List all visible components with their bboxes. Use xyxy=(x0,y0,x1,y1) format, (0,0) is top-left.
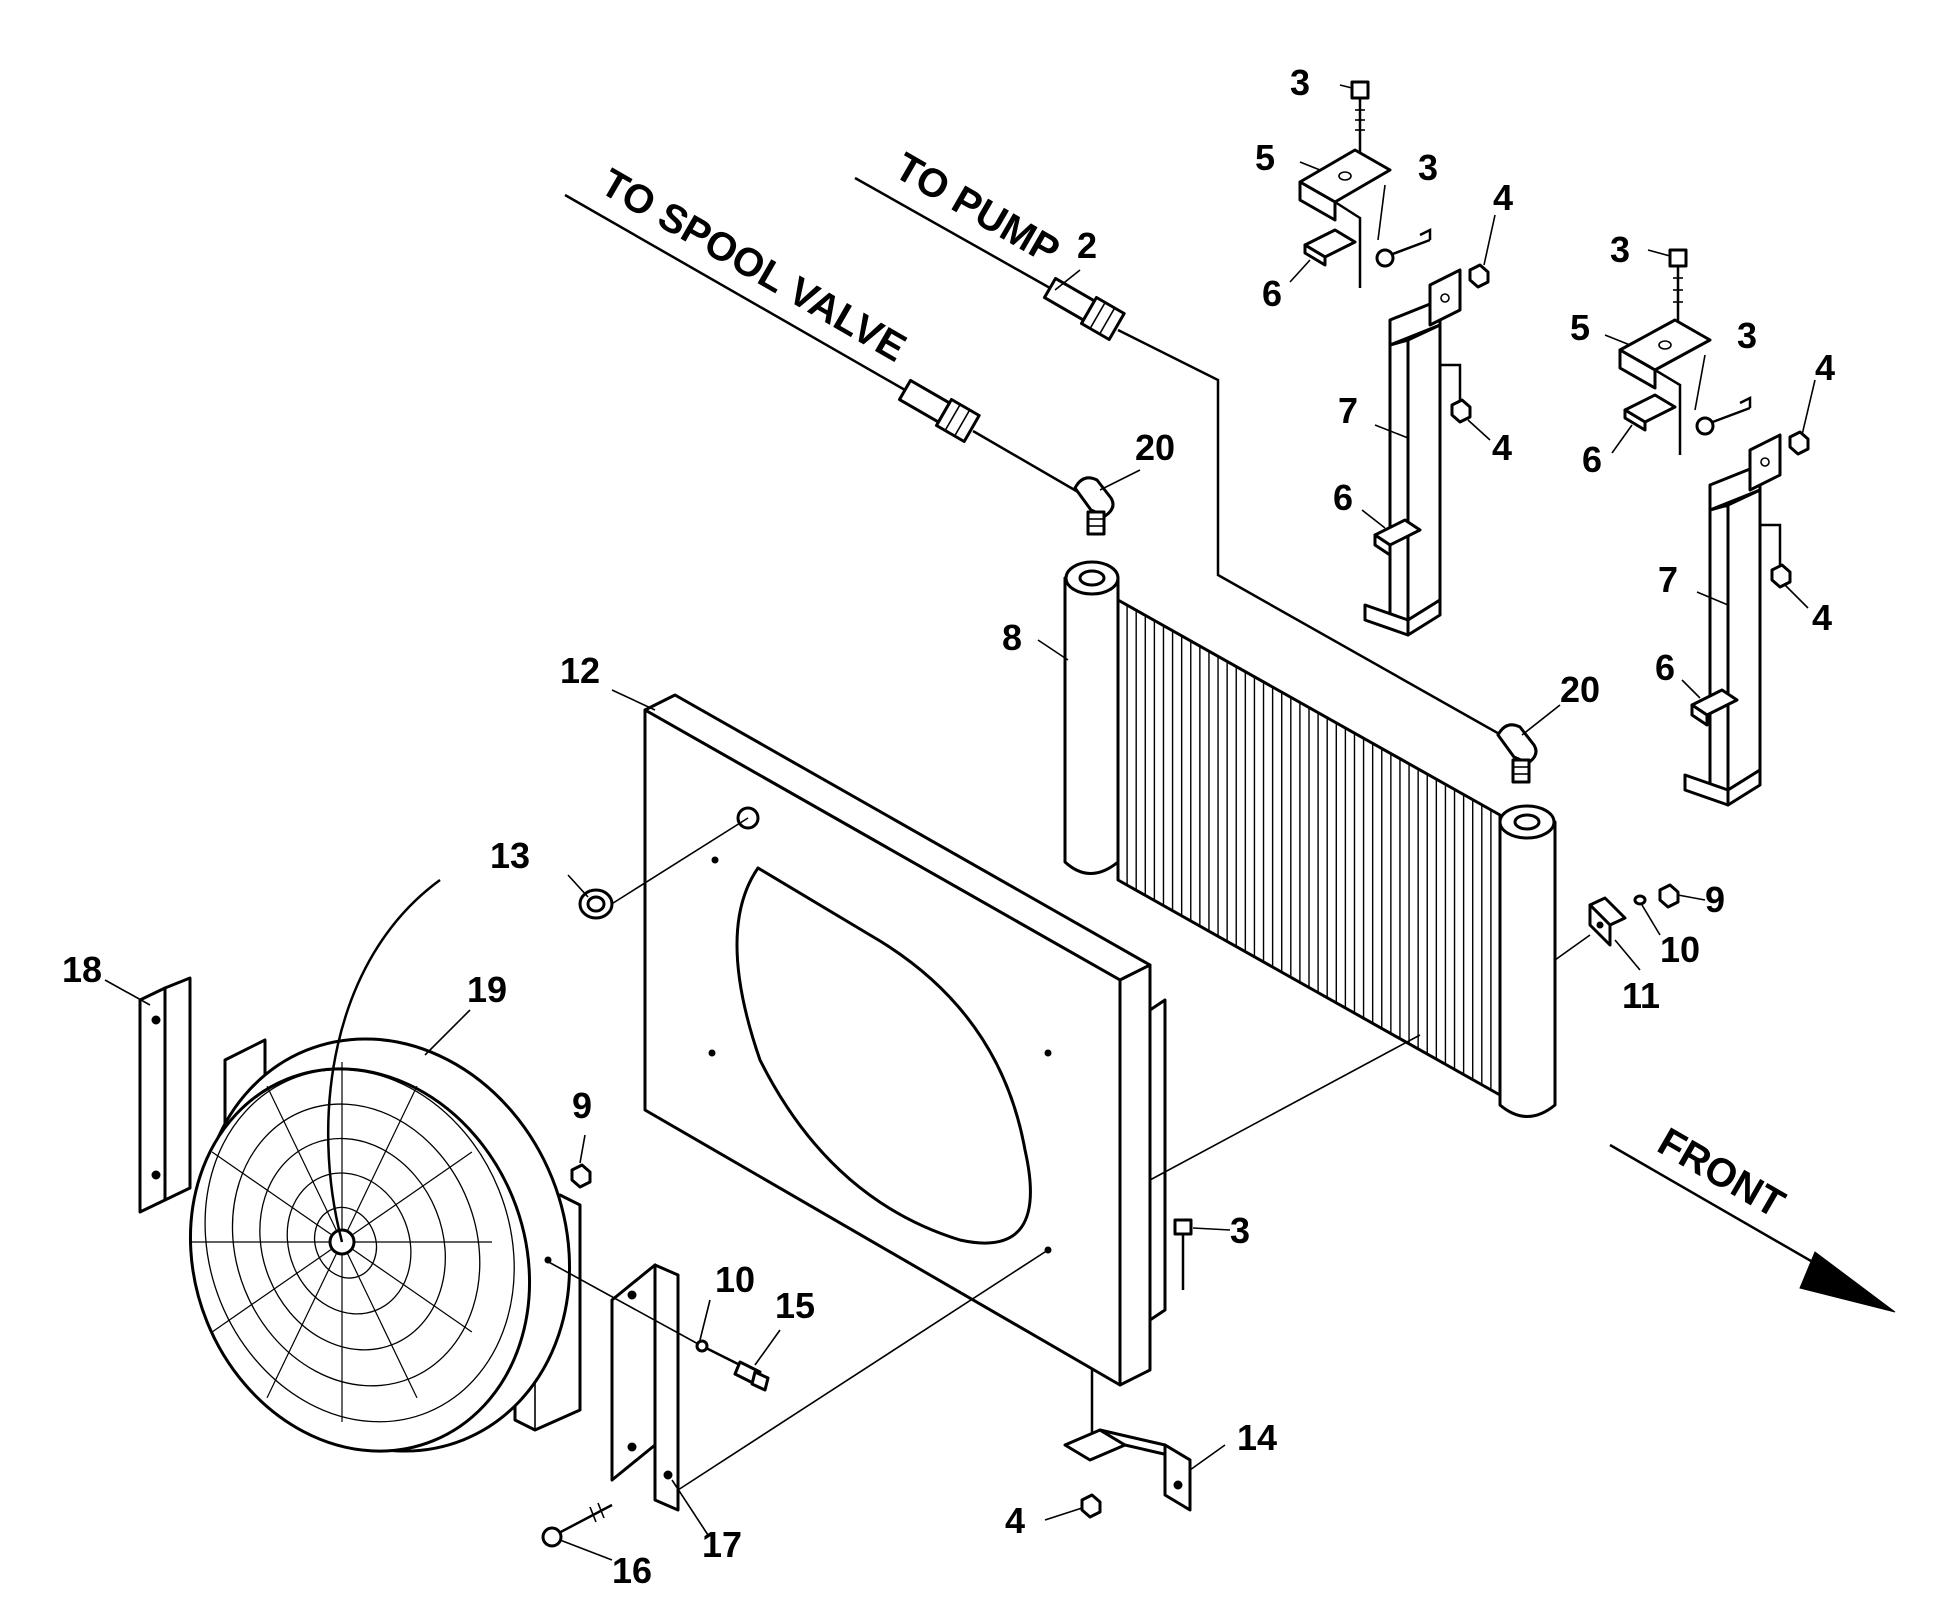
callout-12: 12 xyxy=(560,650,600,691)
callout-4d: 4 xyxy=(1812,597,1832,638)
callout-7b: 7 xyxy=(1658,559,1678,600)
callout-8: 8 xyxy=(1002,617,1022,658)
callouts: 2 3 5 3 4 6 7 4 6 3 5 3 4 6 7 4 6 8 20 2… xyxy=(62,62,1835,1591)
oil-cooler-core xyxy=(1063,560,1557,1118)
callout-19: 19 xyxy=(467,969,507,1010)
nut-9-fan xyxy=(570,1163,592,1189)
leader-grommet xyxy=(609,817,749,906)
leader-bracket-shroud xyxy=(677,1249,1049,1491)
callout-15: 15 xyxy=(775,1285,815,1326)
elbow-fitting-right xyxy=(1496,723,1538,784)
lower-bracket xyxy=(1063,1368,1192,1519)
callout-3d: 3 xyxy=(1737,315,1757,356)
callout-9b: 9 xyxy=(572,1085,592,1126)
callout-4b: 4 xyxy=(1492,427,1512,468)
bolt-15 xyxy=(695,1339,770,1392)
callout-6b: 6 xyxy=(1333,477,1353,518)
callout-20b: 20 xyxy=(1560,669,1600,710)
bolt-16 xyxy=(541,1502,613,1548)
callout-20a: 20 xyxy=(1135,427,1175,468)
label-to-pump: TO PUMP xyxy=(888,145,1067,274)
callout-4a: 4 xyxy=(1493,177,1513,218)
callout-9a: 9 xyxy=(1705,879,1725,920)
callout-6d: 6 xyxy=(1655,647,1675,688)
callout-5a: 5 xyxy=(1255,137,1275,178)
callout-2: 2 xyxy=(1077,225,1097,266)
label-to-spool-valve: TO SPOOL VALVE xyxy=(594,161,914,371)
callout-10a: 10 xyxy=(1660,929,1700,970)
bolt-shroud xyxy=(1173,1218,1193,1290)
callout-3e: 3 xyxy=(1230,1210,1250,1251)
callout-6a: 6 xyxy=(1262,273,1282,314)
bracket-assembly-upper xyxy=(1298,80,1490,637)
fan-grille xyxy=(192,1062,515,1423)
clip-11 xyxy=(1554,883,1680,961)
hose-to-spool-valve xyxy=(564,193,1086,498)
leader-shroud-core xyxy=(1149,1034,1421,1181)
callout-17: 17 xyxy=(702,1524,742,1565)
fan-shroud xyxy=(643,693,1167,1387)
callout-3b: 3 xyxy=(1418,147,1438,188)
hose-to-pump xyxy=(854,176,1511,742)
callout-16: 16 xyxy=(612,1550,652,1591)
leader-lines xyxy=(104,84,1816,1561)
callout-13: 13 xyxy=(490,835,530,876)
elbow-fitting-left xyxy=(1073,476,1115,536)
electric-fan xyxy=(188,878,582,1453)
label-front: FRONT xyxy=(1651,1120,1792,1227)
callout-7a: 7 xyxy=(1338,390,1358,431)
callout-4e: 4 xyxy=(1005,1500,1025,1541)
bracket-assembly-right xyxy=(1618,248,1810,807)
callout-11: 11 xyxy=(1622,975,1660,1016)
leader-fan-bracket xyxy=(544,1259,701,1346)
callout-4c: 4 xyxy=(1815,347,1835,388)
fan-bracket-left xyxy=(138,976,192,1214)
front-arrow xyxy=(1609,1143,1896,1313)
cooler-fins xyxy=(1126,605,1492,1090)
callout-6c: 6 xyxy=(1582,439,1602,480)
callout-10b: 10 xyxy=(715,1259,755,1300)
callout-5b: 5 xyxy=(1570,307,1590,348)
callout-3c: 3 xyxy=(1610,229,1630,270)
callout-3a: 3 xyxy=(1290,62,1310,103)
fan-bracket-right xyxy=(610,1263,680,1512)
callout-14: 14 xyxy=(1237,1417,1277,1458)
callout-18: 18 xyxy=(62,949,102,990)
